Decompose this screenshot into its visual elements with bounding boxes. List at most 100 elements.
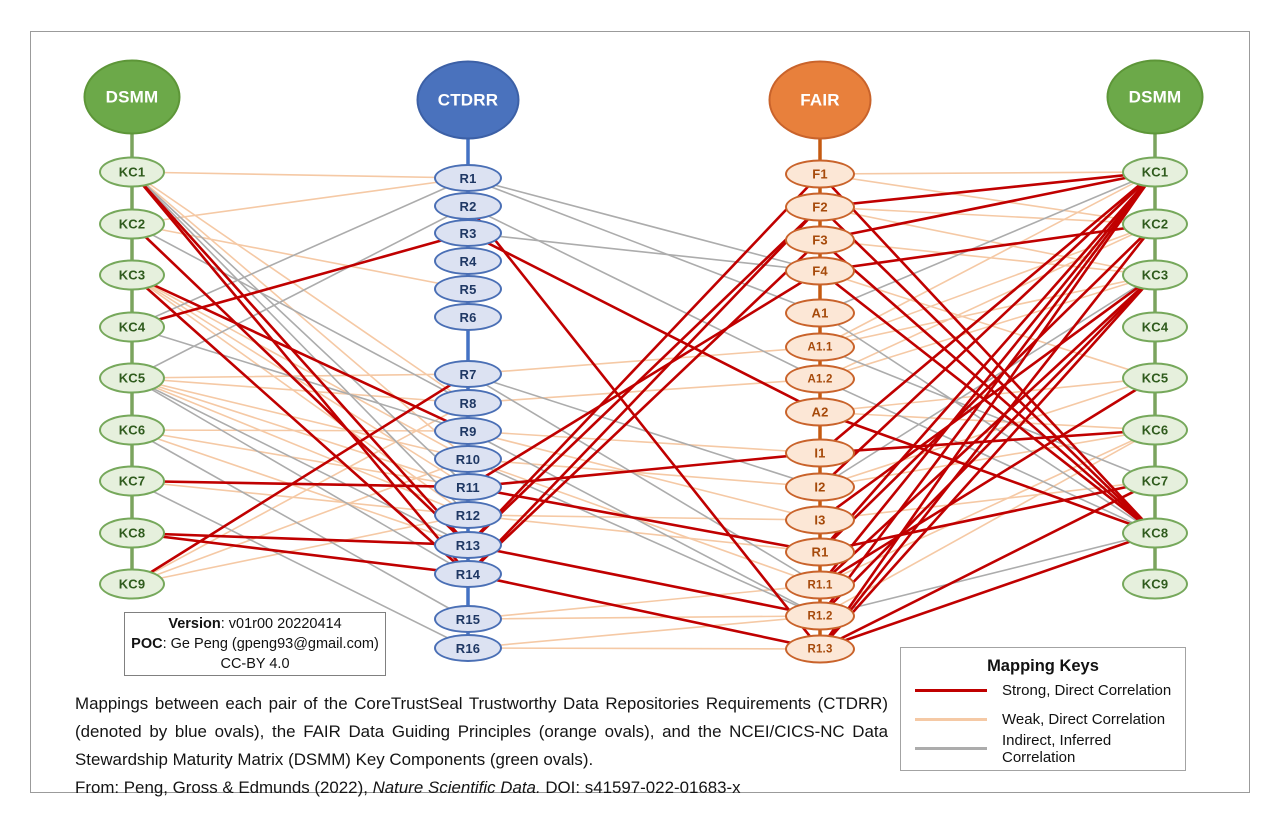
edge-weak-F.A2-R.KC6 bbox=[819, 411, 1156, 431]
edge-strong-F.F1-R.KC8 bbox=[818, 172, 1157, 535]
edge-strong-F.R1.2-R.KC1 bbox=[818, 170, 1157, 618]
edge-strong-F.I1-R.KC1 bbox=[818, 170, 1157, 455]
edge-strong-L.KC8-C.R14 bbox=[130, 531, 470, 576]
caption-source: From: Peng, Gross & Edmunds (2022), Natu… bbox=[75, 778, 741, 797]
edge-strong-L.KC4-C.R3 bbox=[130, 231, 470, 329]
legend-box: Mapping Keys Strong, Direct Correlation … bbox=[900, 647, 1186, 771]
edge-weak-F.A1.2-R.KC3 bbox=[819, 274, 1156, 380]
edge-weak-C.R16-F.R1.3 bbox=[467, 647, 821, 650]
edge-strong-C.R3-F.A2 bbox=[466, 231, 822, 414]
edge-weak-L.KC5-C.R11 bbox=[131, 377, 469, 488]
legend-item-weak: Weak, Direct Correlation bbox=[901, 705, 1185, 734]
edge-weak-L.KC1-C.R1 bbox=[131, 171, 469, 179]
edge-strong-F.F2-R.KC1 bbox=[818, 170, 1157, 209]
edge-strong-F.F4-R.KC2 bbox=[818, 222, 1157, 273]
edge-weak-L.KC5-C.R10 bbox=[131, 377, 469, 460]
legend-title: Mapping Keys bbox=[987, 657, 1099, 675]
edge-weak-F.F3-R.KC3 bbox=[819, 239, 1156, 276]
edge-weak-C.R9-F.I1 bbox=[467, 430, 821, 454]
edge-weak-L.KC6-C.R9 bbox=[131, 429, 469, 432]
weak-line-swatch bbox=[915, 718, 987, 721]
edge-strong-F.R1.3-R.KC1 bbox=[818, 170, 1157, 651]
edge-strong-F.R1.3-R.KC7 bbox=[818, 479, 1157, 651]
edge-strong-F.R1-R.KC1 bbox=[818, 170, 1157, 554]
edge-indirect-C.R1-F.A1 bbox=[467, 177, 821, 314]
edge-indirect-C.R9-F.R1.2 bbox=[467, 430, 821, 617]
edge-indirect-L.KC5-C.R2 bbox=[131, 205, 469, 379]
edge-strong-C.R13-F.F1 bbox=[466, 172, 822, 547]
edge-weak-L.KC6-C.R11 bbox=[131, 429, 469, 488]
edge-weak-L.KC3-C.R12 bbox=[131, 274, 469, 516]
edge-weak-F.I3-R.KC7 bbox=[819, 480, 1156, 521]
edge-weak-L.KC1-C.R10 bbox=[131, 171, 469, 460]
license-line: CC-BY 4.0 bbox=[220, 656, 290, 672]
edge-indirect-F.A1-R.KC8 bbox=[819, 312, 1156, 534]
edge-weak-F.F2-R.KC2 bbox=[819, 206, 1156, 225]
edge-indirect-F.R1.2-R.KC8 bbox=[819, 532, 1156, 617]
edge-weak-F.F1-R.KC1 bbox=[819, 171, 1156, 175]
version-line: Version: v01r00 20220414 bbox=[168, 616, 342, 632]
edge-strong-F.F3-R.KC1 bbox=[818, 170, 1157, 242]
edge-weak-L.KC2-C.R1 bbox=[131, 177, 469, 225]
edge-strong-F.R1.1-R.KC5 bbox=[818, 376, 1157, 587]
edge-strong-C.R14-F.F2 bbox=[466, 205, 822, 576]
edge-indirect-L.KC5-C.R13 bbox=[131, 377, 469, 546]
edge-strong-C.R13-F.R1.2 bbox=[466, 543, 822, 618]
edge-strong-C.R2-F.R1.3 bbox=[466, 204, 822, 651]
edge-strong-F.F2-R.KC8 bbox=[818, 205, 1157, 535]
edge-indirect-L.KC5-C.R14 bbox=[131, 377, 469, 575]
edge-strong-C.R11-F.R1 bbox=[466, 485, 822, 554]
edge-indirect-C.R1-F.F4 bbox=[467, 177, 821, 272]
figure-caption: Mappings between each pair of the CoreTr… bbox=[75, 690, 888, 802]
edge-strong-C.R14-F.F3 bbox=[466, 238, 822, 576]
edge-strong-L.KC3-C.R14 bbox=[130, 273, 470, 576]
edge-indirect-L.KC1-C.R11 bbox=[131, 171, 469, 488]
edge-strong-F.R1.3-R.KC2 bbox=[818, 222, 1157, 651]
edge-weak-L.KC9-C.R8 bbox=[131, 402, 469, 585]
edge-indirect-C.R7-F.I2 bbox=[467, 373, 821, 488]
edge-weak-C.R16-F.R1.2 bbox=[467, 615, 821, 649]
edge-weak-F.F1-R.KC2 bbox=[819, 173, 1156, 225]
edge-strong-C.R14-F.R1.3 bbox=[466, 572, 822, 651]
edge-strong-F.R1.1-R.KC3 bbox=[818, 273, 1157, 587]
edge-weak-F.F2-R.KC3 bbox=[819, 206, 1156, 276]
edge-strong-F.R1.3-R.KC3 bbox=[818, 273, 1157, 651]
edge-weak-L.KC3-C.R10 bbox=[131, 274, 469, 460]
edge-strong-F.R1.3-R.KC8 bbox=[818, 531, 1157, 651]
edge-indirect-L.KC7-C.R16 bbox=[131, 480, 469, 649]
indirect-line-swatch bbox=[915, 747, 987, 750]
edge-strong-F.R1-R.KC7 bbox=[818, 479, 1157, 554]
edge-strong-L.KC2-C.R13 bbox=[130, 222, 470, 547]
edge-strong-F.I3-R.KC3 bbox=[818, 273, 1157, 522]
edge-weak-C.R12-F.I3 bbox=[467, 514, 821, 521]
edge-weak-C.R10-F.I2 bbox=[467, 458, 821, 488]
edge-weak-L.KC9-C.R10 bbox=[131, 458, 469, 585]
edge-indirect-L.KC2-C.R8 bbox=[131, 223, 469, 404]
edge-weak-C.R15-F.R1.2 bbox=[467, 615, 821, 620]
edge-indirect-C.R10-F.R1.2 bbox=[467, 458, 821, 617]
edge-weak-F.I2-R.KC5 bbox=[819, 377, 1156, 488]
legend-item-indirect: Indirect, Inferred Correlation bbox=[901, 732, 1185, 766]
edge-indirect-L.KC4-C.R9 bbox=[131, 326, 469, 432]
poc-line: POC: Ge Peng (gpeng93@gmail.com) bbox=[131, 636, 379, 652]
edge-indirect-C.R7-F.R1.1 bbox=[467, 373, 821, 586]
edge-indirect-L.KC1-C.R12 bbox=[131, 171, 469, 516]
edge-weak-F.A1.1-R.KC1 bbox=[819, 171, 1156, 348]
edge-weak-L.KC7-C.R12 bbox=[131, 480, 469, 516]
edge-strong-L.KC1-C.R14 bbox=[130, 170, 470, 576]
edge-weak-L.KC5-C.R8 bbox=[131, 377, 469, 404]
edge-indirect-L.KC6-C.R15 bbox=[131, 429, 469, 620]
edge-strong-F.I1-R.KC6 bbox=[818, 428, 1157, 455]
edge-strong-L.KC8-C.R13 bbox=[130, 531, 470, 547]
edge-weak-L.KC5-C.R7 bbox=[131, 373, 469, 379]
edge-indirect-F.A1.1-R.KC7 bbox=[819, 346, 1156, 482]
edge-weak-C.R10-F.R1.1 bbox=[467, 458, 821, 586]
figure-border-frame bbox=[30, 31, 1250, 793]
edge-weak-C.R15-F.R1.1 bbox=[467, 584, 821, 620]
edge-strong-F.F4-R.KC8 bbox=[818, 269, 1157, 535]
edge-strong-L.KC1-C.R13 bbox=[130, 170, 470, 547]
edge-strong-F.R1.2-R.KC3 bbox=[818, 273, 1157, 618]
edge-indirect-C.R2-F.A1.2 bbox=[467, 205, 821, 380]
